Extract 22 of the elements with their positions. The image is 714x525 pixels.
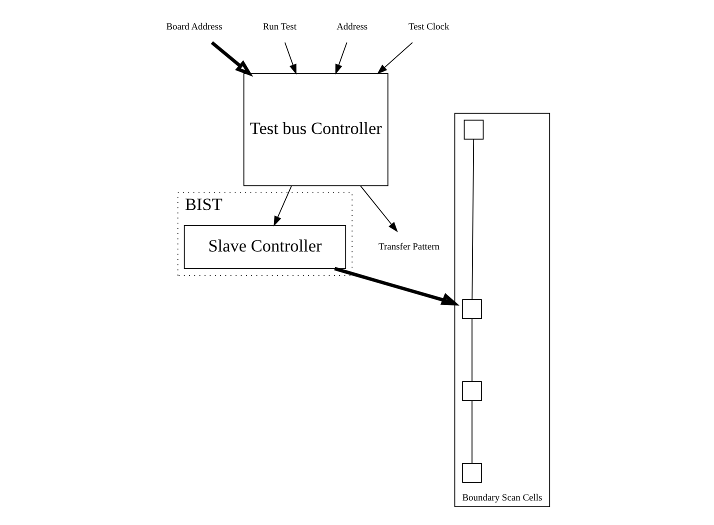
node-box: [462, 463, 482, 483]
node-box: [462, 299, 482, 319]
arrow: [334, 266, 460, 306]
arrow: [210, 41, 253, 77]
node-box: [462, 381, 482, 401]
cluster: Boundary Scan Cells: [454, 112, 550, 508]
node-text: Board Address: [166, 22, 222, 32]
node-text: Address: [336, 22, 368, 32]
connector: [471, 318, 472, 382]
node-box: Slave Controller: [183, 224, 346, 269]
arrow: [334, 42, 347, 75]
arrow: [284, 42, 296, 75]
connector: [471, 138, 474, 300]
arrow: [273, 186, 292, 226]
node-text: Run Test: [262, 22, 296, 32]
arrow: [376, 42, 412, 74]
node-box: [463, 120, 484, 140]
node-text: Test Clock: [408, 22, 449, 32]
node-text: Transfer Pattern: [378, 242, 440, 252]
node-box: Test bus Controller: [242, 73, 388, 186]
connector: [471, 400, 472, 464]
arrow: [360, 186, 398, 232]
